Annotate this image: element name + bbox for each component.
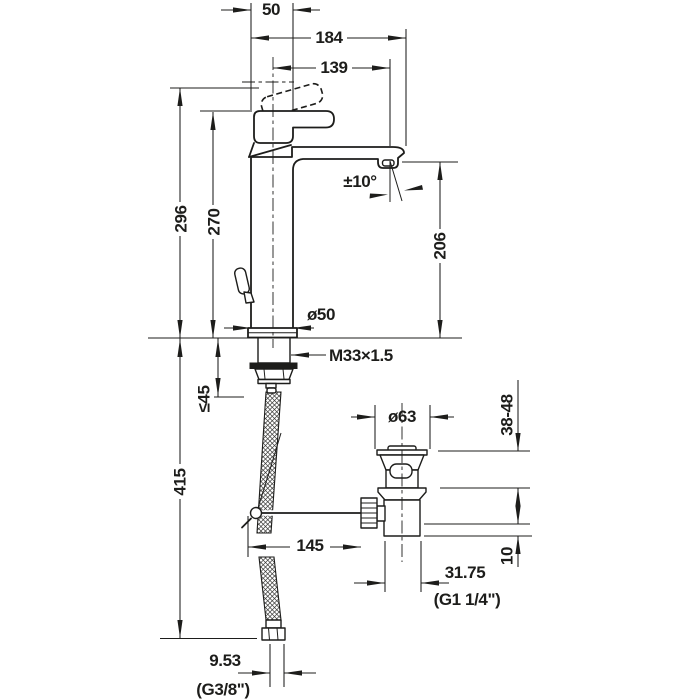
dia-50: ø50 [224,305,335,331]
dim-145: 145 [248,536,361,555]
dim-le45-label: ≤45 [195,385,214,412]
nut-facet [276,627,279,641]
horseshoe-washer [249,362,298,369]
dim-50: 50 [221,0,320,19]
thread-m33: M33×1.5 [291,346,393,365]
dim-270-label: 270 [205,208,224,235]
fastening-nut [254,368,294,381]
dim-184-label: 184 [315,28,343,47]
handle-post-edge [248,142,255,158]
dim-270: 270 [205,112,224,338]
dim-139: 139 [273,58,390,77]
hose-collar [266,387,277,394]
nut-facet [268,627,270,641]
dim-139-label: 139 [320,58,347,77]
dim-9-53: 9.53 (G3/8") [196,651,316,699]
knob-connector [243,291,255,304]
dim-10-label: 10 [498,547,517,565]
overflow-slot [389,463,413,479]
dim-206-label: 206 [431,232,450,259]
dim-10: 10 [498,506,521,567]
hose-hex-nut [261,627,286,641]
dim-le45: ≤45 [195,338,221,413]
dimension-annotations: 50 184 139 296 270 206 [171,0,521,699]
nut-facet [263,368,266,380]
pull-rod-knob [234,267,250,295]
body-and-spout [250,146,405,330]
drain-assembly [360,445,428,537]
pull-wire [257,432,282,509]
supply-hose [256,391,286,641]
nut-facet [282,368,285,380]
dim-31-75: 31.75 (G1 1/4") [354,563,501,609]
rod-end-tip [241,517,252,529]
dim-38-48-label: 38-48 [498,394,517,435]
thread-g114-label: (G1 1/4") [434,590,501,609]
dim-415-label: 415 [171,468,190,495]
thread-m33-label: M33×1.5 [329,346,393,365]
dim-296: 296 [172,88,191,338]
lever-handle [253,110,335,144]
dim-145-label: 145 [296,536,323,555]
rod-ball-joint [249,506,263,520]
aerator [381,159,395,167]
dim-50-label: 50 [262,0,280,19]
knurl-lines [361,502,377,524]
dim-415: 415 [171,338,190,638]
faucet [234,81,405,339]
extension-lines [148,3,532,687]
dim-206: 206 [431,162,450,338]
thread-g38-label: (G3/8") [196,680,249,699]
dia-63: ø63 [351,407,454,426]
handle-post-taper [248,144,292,158]
angle-10-label: ±10° [343,172,377,191]
rod-hub [376,505,386,522]
dia-50-label: ø50 [307,305,335,324]
dia-63-label: ø63 [388,407,416,426]
dim-31-75-label: 31.75 [445,563,486,582]
angle-10: ±10° [343,172,423,199]
hose-lower-segment [258,556,282,621]
threaded-shank [257,336,291,364]
dim-38-48: 38-48 [498,380,521,524]
dim-296-label: 296 [172,205,191,232]
lever-raised-dashed [260,82,324,118]
dim-184: 184 [251,28,406,47]
mounting-hardware [249,336,298,394]
pop-up-rod [241,432,364,529]
stream-line-angled [389,160,403,202]
dim-9-53-label: 9.53 [209,651,241,670]
hose-ferrule [265,619,282,629]
